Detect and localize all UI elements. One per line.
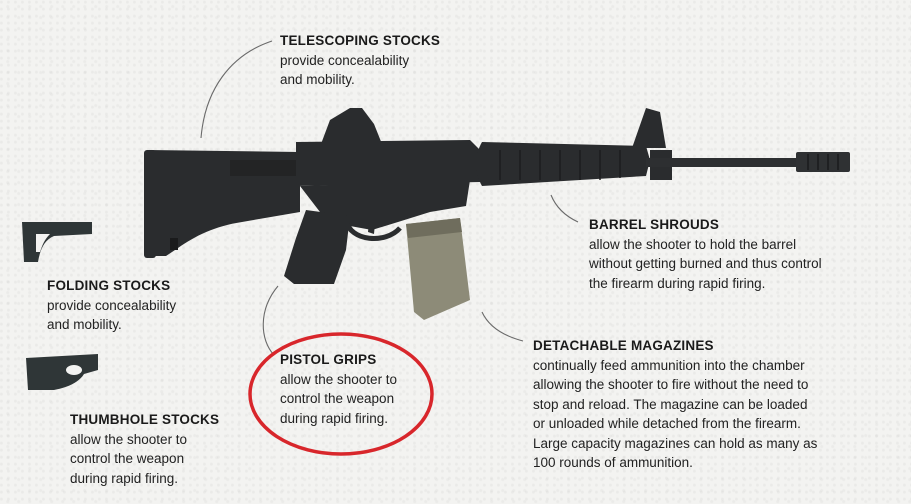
callout-line: during rapid firing. [70,470,179,486]
magazine-top [406,218,462,238]
callout-line: during rapid firing. [280,410,389,426]
callout-line: without getting burned and thus control [589,256,822,271]
sling-loop [170,238,178,250]
butt-plate [144,150,156,258]
flash-hider-icon [796,152,850,172]
handguard-ribs [499,150,621,180]
callout-telescoping-stocks: TELESCOPING STOCKS provide concealabilit… [280,31,440,90]
callout-line: provide concealability [47,297,177,313]
callout-line: 100 rounds of ammunition. [533,455,693,470]
callout-line: allowing the shooter to fire without the… [533,377,809,392]
callout-line: continually feed ammunition into the cha… [533,357,805,373]
callout-line: stop and reload. The magazine can be loa… [533,396,808,412]
pistol-grip-icon [284,210,350,284]
highlight-circle [248,332,434,456]
callout-line: control the weapon [280,391,395,406]
telescoping-stock-icon [148,150,300,256]
callout-thumbhole-stocks: THUMBHOLE STOCKS allow the shooter to co… [70,410,219,488]
leader-magazines [481,311,524,342]
folding-stock-icon [22,222,92,262]
rear-sight-icon [318,108,388,152]
leader-barrel [550,194,579,223]
flash-hider-slots [807,154,839,170]
callout-title: DETACHABLE MAGAZINES [533,338,714,353]
callout-line: provide concealability [280,52,410,68]
callout-line: allow the shooter to [70,431,188,447]
callout-line: Large capacity magazines can hold as man… [533,435,818,451]
callout-folding-stocks: FOLDING STOCKS provide concealability an… [47,276,176,335]
upper-receiver [296,140,480,186]
leader-lines [200,40,579,356]
thumbhole-stock-icon [26,354,98,390]
callout-barrel-shrouds: BARREL SHROUDS allow the shooter to hold… [589,215,822,293]
callout-line: allow the shooter to hold the barrel [589,236,797,252]
callout-line: and mobility. [47,317,122,332]
callout-title: TELESCOPING STOCKS [280,33,441,48]
callout-line: allow the shooter to [280,371,398,387]
callout-line: and mobility. [280,72,355,87]
callout-pistol-grips: PISTOL GRIPS allow the shooter to contro… [280,350,397,428]
leader-pistol [262,285,279,356]
callout-line: control the weapon [70,451,185,466]
barrel-shroud-icon [476,142,650,186]
barrel [646,158,806,167]
front-sight-icon [632,108,666,148]
callout-title: THUMBHOLE STOCKS [70,412,220,427]
rifle-illustration [144,108,850,320]
callout-line: or unloaded while detached from the fire… [533,416,801,431]
callout-title: PISTOL GRIPS [280,352,377,367]
trigger [368,212,376,234]
buffer-tube [230,160,310,176]
callout-detachable-magazines: DETACHABLE MAGAZINES continually feed am… [533,336,817,473]
callout-title: BARREL SHROUDS [589,217,720,232]
magazine-icon [406,218,470,320]
callout-title: FOLDING STOCKS [47,278,171,293]
leader-telescoping [200,40,273,139]
callout-line: the firearm during rapid firing. [589,275,766,291]
